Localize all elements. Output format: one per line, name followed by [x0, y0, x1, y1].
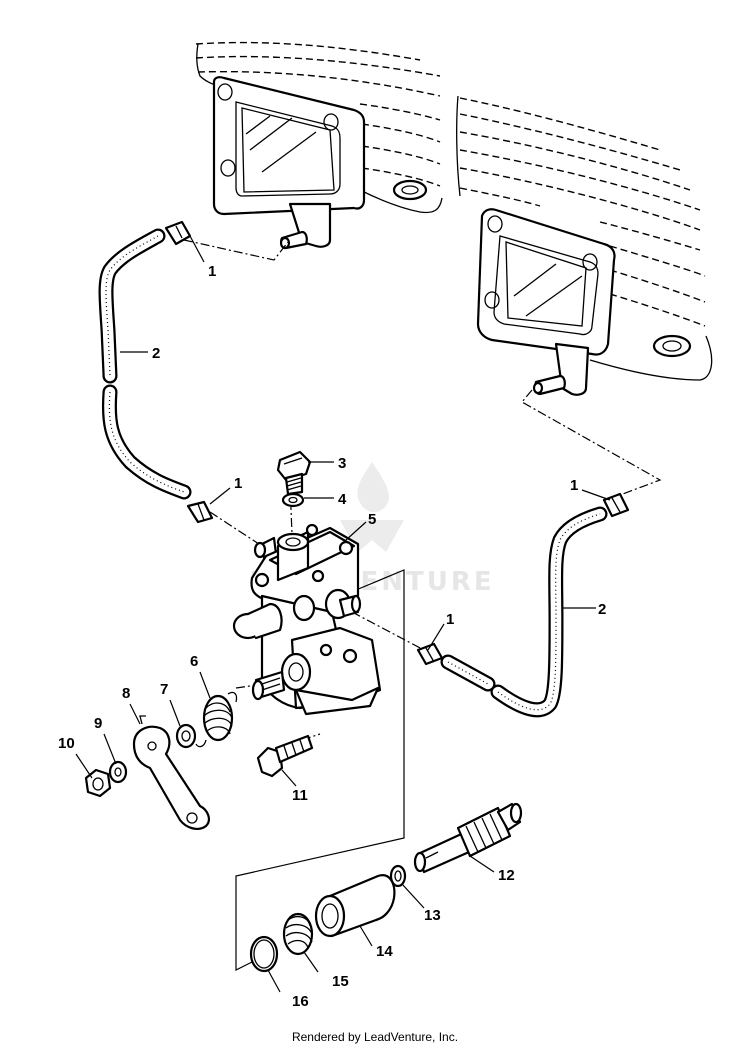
callout-2-right-hose: 2: [598, 601, 606, 618]
lock-washer: [108, 760, 128, 784]
hex-nut: [84, 768, 112, 798]
drive-shaft: [413, 802, 523, 874]
callout-2-left-hose: 2: [152, 345, 160, 362]
callout-9-lock-washer: 9: [94, 715, 102, 732]
clamp-right-upper: [602, 492, 630, 518]
o-ring: [249, 935, 279, 973]
callout-5-oil-pump: 5: [368, 511, 376, 528]
shaft-spring: [282, 912, 314, 956]
callout-10-nut: 10: [58, 735, 75, 752]
callout-12-drive-shaft: 12: [498, 867, 515, 884]
callout-13-circlip: 13: [424, 907, 441, 924]
cylinder-left: [195, 41, 443, 250]
mounting-bolt: [256, 734, 314, 778]
callout-3-bolt: 3: [338, 455, 346, 472]
callout-7-washer: 7: [160, 681, 168, 698]
banjo-bolt: [276, 450, 312, 496]
callout-1-middle-left: 1: [234, 475, 242, 492]
circlip: [389, 864, 407, 888]
callout-8-lever: 8: [122, 685, 130, 702]
oil-pump: [232, 523, 382, 716]
callout-4-washer: 4: [338, 491, 347, 508]
callout-1-upper-left: 1: [208, 263, 216, 280]
callout-16-o-ring: 16: [292, 993, 309, 1010]
clamp-middle-left: [186, 500, 214, 524]
clamp-right-lower: [416, 642, 444, 666]
callout-1-right-upper: 1: [570, 477, 578, 494]
hose-right: [440, 506, 608, 718]
callout-14-bushing: 14: [376, 943, 393, 960]
flat-washer-7: [175, 723, 197, 749]
routing-lines: [183, 239, 662, 971]
sealing-washer: [281, 492, 305, 508]
leader-lines: [75, 235, 611, 993]
bushing: [314, 874, 396, 938]
cylinder-right: [456, 95, 713, 396]
control-lever: [132, 715, 210, 830]
callout-6-spring: 6: [190, 653, 198, 670]
callout-1-right-lower: 1: [446, 611, 454, 628]
hose-left: [98, 228, 192, 500]
footer-credit: Rendered by LeadVenture, Inc.: [291, 1030, 459, 1044]
callout-labels: 1 2 3 4 1 5 1 1 2 6 7 8 9 10 11 12 13 14…: [58, 263, 606, 1010]
callout-11-mounting-bolt: 11: [292, 787, 308, 804]
callout-15-spring: 15: [332, 973, 349, 990]
return-spring: [195, 691, 238, 748]
